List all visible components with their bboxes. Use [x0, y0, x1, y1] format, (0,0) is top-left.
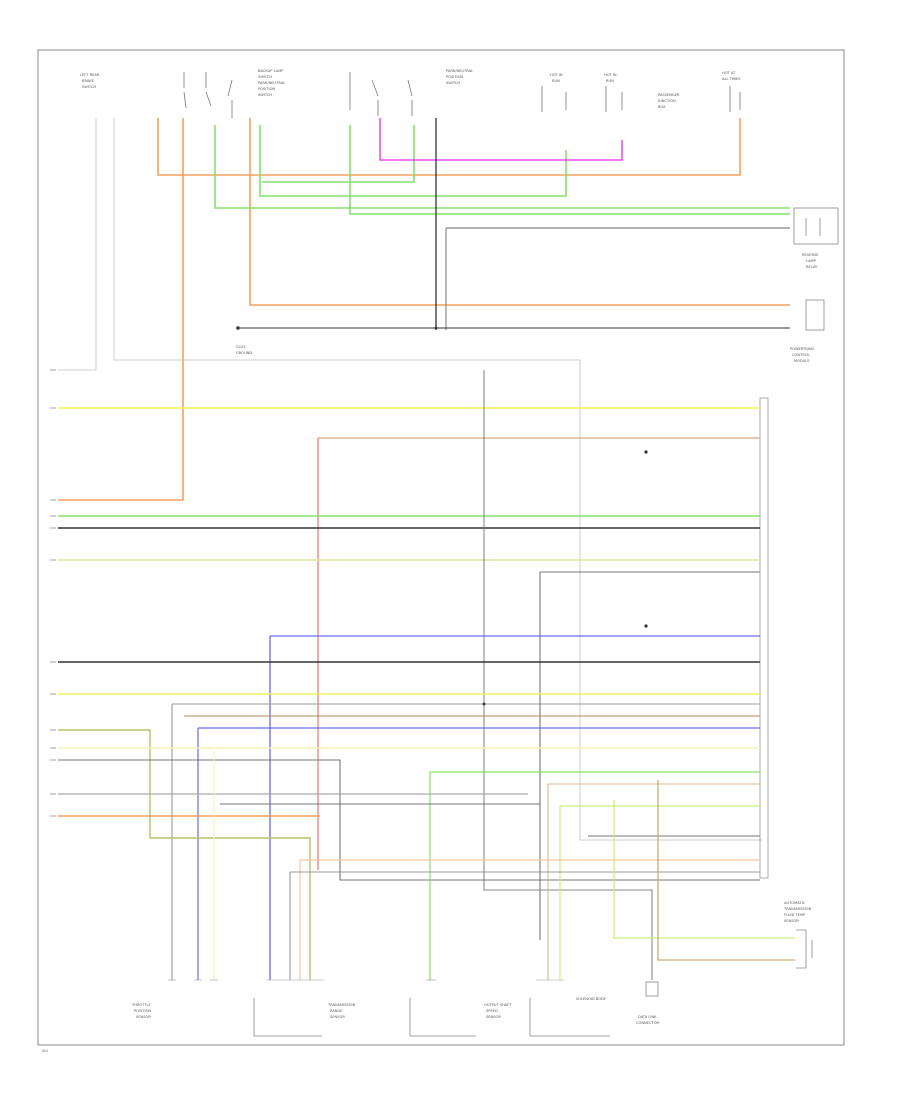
wire-gray-left-2 — [113, 118, 762, 841]
wire-gray-left-1 — [58, 118, 97, 371]
top-wires — [58, 118, 790, 841]
wire-gray-h3 — [58, 759, 760, 881]
label-dlc: DATA LINK — [638, 1015, 657, 1019]
relay-small — [805, 299, 825, 331]
diagram-frame — [37, 49, 845, 1046]
label-reverse-lamp-relay-2: LAMP — [806, 259, 817, 263]
label-solenoid-body: SOLENOID BODY — [576, 997, 607, 1001]
label-left-rear-brake-2: BRAKE — [82, 79, 95, 83]
label-park-neutral-2: POSITION — [258, 87, 275, 91]
label-g101: G101 — [236, 345, 246, 349]
label-backup-lamp-switch: BACKUP LAMP — [258, 69, 284, 73]
wire-green-1 — [214, 125, 790, 209]
label-pn-switch-b: PARK/NEUTRAL — [446, 69, 473, 73]
label-hot-at-all-times: HOT AT — [722, 71, 736, 75]
wire-green-2 — [259, 125, 567, 197]
label-hot-in-run-1b: RUN — [552, 79, 560, 83]
label-atf-sensor: AUTOMATIC — [784, 901, 806, 905]
left-wire-ends — [50, 369, 56, 817]
label-hot-in-run-2: HOT IN — [604, 73, 617, 77]
label-ground: GROUND — [236, 351, 252, 355]
wire-orange-drop — [58, 118, 184, 501]
pcm-wires — [58, 370, 795, 980]
label-reverse-lamp-relay: REVERSE — [802, 253, 819, 257]
label-oss: OUTPUT SHAFT — [484, 1003, 512, 1007]
top-switches — [183, 72, 741, 118]
label-trs-3: SENSOR — [330, 1015, 345, 1019]
label-oss-2: SPEED — [486, 1009, 498, 1013]
label-tps-3: SENSOR — [136, 1015, 151, 1019]
label-park-neutral: PARK/NEUTRAL — [258, 81, 285, 85]
label-backup-lamp-switch-2: SWITCH — [258, 75, 272, 79]
wire-green-h2 — [58, 729, 311, 980]
label-atf-sensor-4: SENSOR — [784, 919, 799, 923]
wire-magenta — [379, 118, 623, 161]
label-atf-sensor-3: FLUID TEMP — [784, 913, 806, 917]
bottom-labels: THROTTLE POSITION SENSOR TRANSMISSION RA… — [131, 901, 812, 1025]
pcm-connector: POWERTRAIN CONTROL MODULE — [759, 347, 814, 879]
label-hot-at-all-times-2: ALL TIMES — [722, 77, 741, 81]
wire-black-vert-2 — [483, 370, 653, 980]
label-trs: TRANSMISSION — [327, 1003, 356, 1007]
label-tps-2: POSITION — [134, 1009, 151, 1013]
label-pcm: POWERTRAIN — [790, 347, 814, 351]
label-tps: THROTTLE — [131, 1003, 152, 1007]
ground-dot — [236, 326, 240, 330]
bottom-components — [253, 998, 610, 1037]
label-pn-switch-b-3: SWITCH — [446, 81, 460, 85]
top-labels: LEFT REAR BRAKE SWITCH BACKUP LAMP SWITC… — [80, 69, 741, 109]
label-hot-in-run-1: HOT IN — [550, 73, 563, 77]
label-pcm-2: CONTROL — [792, 353, 810, 357]
label-left-rear-brake-3: SWITCH — [82, 85, 96, 89]
reverse-lamp-relay: REVERSE LAMP RELAY — [793, 207, 839, 269]
atf-sensor-symbol — [796, 929, 813, 969]
label-park-neutral-3: SWITCH — [258, 93, 272, 97]
label-trs-2: RANGE — [330, 1009, 343, 1013]
wire-brown-h2 — [657, 780, 795, 961]
splices — [434, 326, 648, 706]
label-dlc-2: CONNECTOR — [636, 1021, 660, 1025]
label-passenger-junction-box: PASSENGER — [658, 93, 680, 97]
label-reverse-lamp-relay-3: RELAY — [806, 265, 818, 269]
label-atf-sensor-2: TRANSMISSION — [783, 907, 812, 911]
label-oss-3: SENSOR — [486, 1015, 501, 1019]
wire-orange-relay — [249, 118, 790, 306]
wire-green-4 — [262, 125, 415, 183]
wire-lime-h2 — [613, 800, 795, 939]
label-pcm-3: MODULE — [794, 359, 810, 363]
label-left-rear-brake: LEFT REAR — [80, 73, 100, 77]
wire-orange-top — [157, 118, 741, 176]
label-pn-switch-b-2: POSITION — [446, 75, 463, 79]
label-passenger-junction-box-3: BOX — [658, 105, 666, 109]
wire-green-3 — [349, 125, 790, 215]
page-reference: W:0 — [42, 1049, 48, 1053]
label-hot-in-run-2b: RUN — [606, 79, 614, 83]
label-passenger-junction-box-2: JUNCTION — [657, 99, 676, 103]
dlc-symbol — [645, 981, 659, 997]
